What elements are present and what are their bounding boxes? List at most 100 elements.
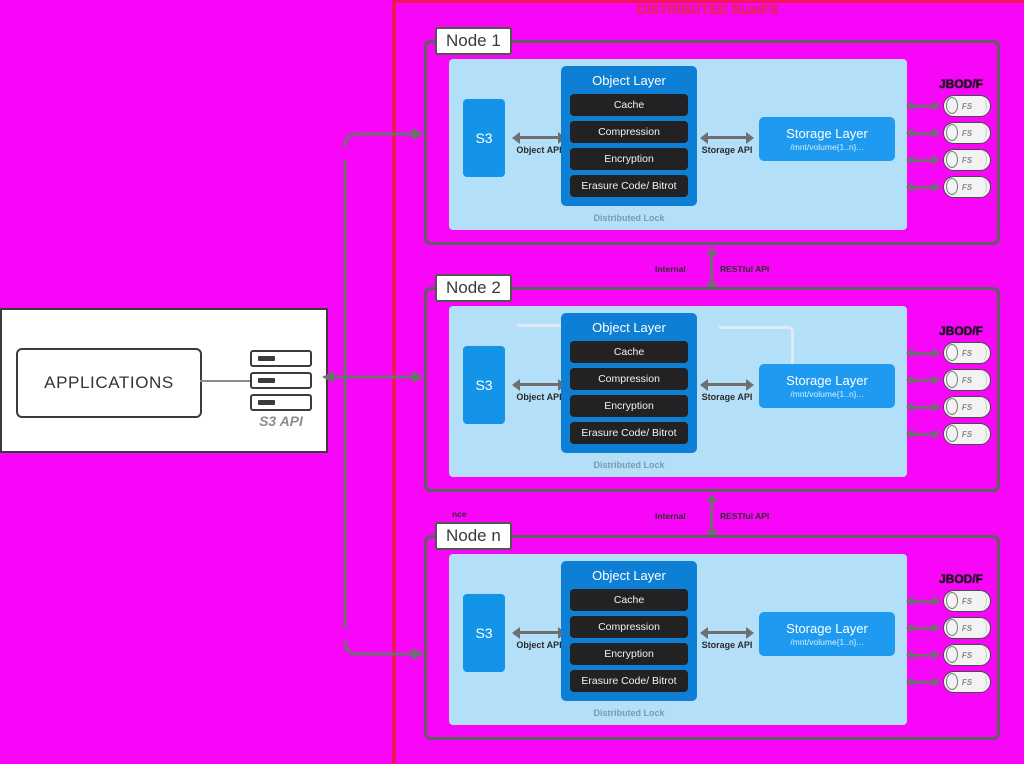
- node-1-disk-arrow-4: [906, 182, 940, 192]
- node-n-disk-1[interactable]: FS: [943, 590, 991, 612]
- node-2-disk-4[interactable]: FS: [943, 423, 991, 445]
- node-n-disk-3-label: FS: [961, 650, 973, 660]
- node-2-label: Node 2: [435, 274, 512, 302]
- node-n-storage-layer-title: Storage Layer: [786, 621, 868, 636]
- node-2-object-layer-title: Object Layer: [592, 320, 666, 335]
- node-1-disk-arrow-2: [906, 128, 940, 138]
- node-2-jbod-title: JBOD/F: [939, 324, 984, 338]
- node-1-object-layer-item-compression[interactable]: Compression: [570, 121, 688, 143]
- node-2-disk-arrow-1: [906, 348, 940, 358]
- node2-noden-restful-label: RESTful API: [720, 511, 770, 521]
- node-1-disk-2[interactable]: FS: [943, 122, 991, 144]
- node-1-object-layer[interactable]: Object Layer Cache Compression Encryptio…: [561, 66, 697, 206]
- node-1-disk-4[interactable]: FS: [943, 176, 991, 198]
- node-2-object-layer-item-compression[interactable]: Compression: [570, 368, 688, 390]
- node1-node2-internal-label: Internal: [655, 264, 686, 274]
- node-2-object-layer-item-erasure[interactable]: Erasure Code/ Bitrot: [570, 422, 688, 444]
- node-1-disk-3-label: FS: [961, 155, 973, 165]
- node-n-distributed-lock-label: Distributed Lock: [593, 708, 665, 718]
- node-1-object-layer-item-erasure[interactable]: Erasure Code/ Bitrot: [570, 175, 688, 197]
- node-2-storage-api-arrow: [700, 378, 754, 391]
- node-1-object-api-arrow: [512, 131, 566, 144]
- node-2-s3-box[interactable]: S3: [463, 346, 505, 424]
- applications-box[interactable]: APPLICATIONS: [16, 348, 202, 418]
- node-n-object-layer[interactable]: Object Layer Cache Compression Encryptio…: [561, 561, 697, 701]
- s3-api-label: S3 API: [259, 413, 303, 429]
- node-n-object-api-arrow: [512, 626, 566, 639]
- node-1-jbod-title: JBOD/F: [939, 77, 984, 91]
- node-2-inner-surface: S3 Object API Object Layer Cache Compres…: [449, 306, 907, 477]
- node-1[interactable]: Node 1 S3 Object API Object Layer Cache …: [424, 27, 1000, 245]
- node1-node2-restful-label: RESTful API: [720, 264, 770, 274]
- node-1-object-layer-item-encryption[interactable]: Encryption: [570, 148, 688, 170]
- applications-panel: APPLICATIONS S3 API: [0, 308, 328, 453]
- node-n-object-layer-item-cache[interactable]: Cache: [570, 589, 688, 611]
- node-1-disk-arrow-3: [906, 155, 940, 165]
- node-n-disk-2-label: FS: [961, 623, 973, 633]
- node-1-storage-layer[interactable]: Storage Layer /mnt/volume{1..n}...: [759, 117, 895, 161]
- node-n-object-layer-title: Object Layer: [592, 568, 666, 583]
- node-2-object-layer-item-cache[interactable]: Cache: [570, 341, 688, 363]
- node-2[interactable]: Node 2 S3 Object API Object Layer Cache …: [424, 274, 1000, 492]
- diagram-title: DISTRIBUTED RustFS: [637, 2, 779, 17]
- node-2-disk-3[interactable]: FS: [943, 396, 991, 418]
- node-2-disk-4-label: FS: [961, 429, 973, 439]
- node-1-disk-1[interactable]: FS: [943, 95, 991, 117]
- node-1-disk-1-label: FS: [961, 101, 973, 111]
- node-2-disk-2[interactable]: FS: [943, 369, 991, 391]
- node-2-disk-arrow-4: [906, 429, 940, 439]
- node-2-storage-layer-path: /mnt/volume{1..n}...: [790, 389, 864, 399]
- node-2-ghost-connector-right: [719, 326, 794, 377]
- node-1-disk-2-label: FS: [961, 128, 973, 138]
- node-n-inner-surface: S3 Object API Object Layer Cache Compres…: [449, 554, 907, 725]
- node-n-jbod-title: JBOD/F: [939, 572, 984, 586]
- node-1-distributed-lock-label: Distributed Lock: [593, 213, 665, 223]
- server-stack-icon: [250, 350, 312, 412]
- node-1-label: Node 1: [435, 27, 512, 55]
- node-2-disk-3-label: FS: [961, 402, 973, 412]
- node-n-disk-arrow-1: [906, 596, 940, 606]
- node-2-object-layer[interactable]: Object Layer Cache Compression Encryptio…: [561, 313, 697, 453]
- node-n[interactable]: Node n S3 Object API Object Layer Cache …: [424, 522, 1000, 740]
- node-1-storage-layer-title: Storage Layer: [786, 126, 868, 141]
- node-1-disk-3[interactable]: FS: [943, 149, 991, 171]
- node-2-disk-1-label: FS: [961, 348, 973, 358]
- node-n-disk-3[interactable]: FS: [943, 644, 991, 666]
- node-1-object-layer-title: Object Layer: [592, 73, 666, 88]
- node-n-disk-2[interactable]: FS: [943, 617, 991, 639]
- node-n-object-layer-item-compression[interactable]: Compression: [570, 616, 688, 638]
- node-2-distributed-lock-label: Distributed Lock: [593, 460, 665, 470]
- node-n-disk-arrow-2: [906, 623, 940, 633]
- node-2-disk-1[interactable]: FS: [943, 342, 991, 364]
- node-2-object-api-arrow: [512, 378, 566, 391]
- node-n-disk-arrow-4: [906, 677, 940, 687]
- node-n-disk-1-label: FS: [961, 596, 973, 606]
- node-1-s3-box[interactable]: S3: [463, 99, 505, 177]
- node-n-disk-4-label: FS: [961, 677, 973, 687]
- node-n-s3-box[interactable]: S3: [463, 594, 505, 672]
- node-1-object-layer-item-cache[interactable]: Cache: [570, 94, 688, 116]
- node2-noden-connector: [705, 494, 718, 538]
- node-n-object-layer-item-encryption[interactable]: Encryption: [570, 643, 688, 665]
- node1-node2-connector: [705, 247, 718, 291]
- node-n-disk-arrow-3: [906, 650, 940, 660]
- node-n-object-layer-item-erasure[interactable]: Erasure Code/ Bitrot: [570, 670, 688, 692]
- node-n-disk-4[interactable]: FS: [943, 671, 991, 693]
- node-2-storage-api-label: Storage API: [701, 392, 753, 402]
- node-1-disk-arrow-1: [906, 101, 940, 111]
- stray-text-fragment: nce: [452, 509, 467, 519]
- node-2-disk-2-label: FS: [961, 375, 973, 385]
- node-2-object-layer-item-encryption[interactable]: Encryption: [570, 395, 688, 417]
- node-1-storage-layer-path: /mnt/volume{1..n}...: [790, 142, 864, 152]
- node-2-storage-layer[interactable]: Storage Layer /mnt/volume{1..n}...: [759, 364, 895, 408]
- node-2-storage-layer-title: Storage Layer: [786, 373, 868, 388]
- node-1-disk-4-label: FS: [961, 182, 973, 192]
- node-n-storage-layer[interactable]: Storage Layer /mnt/volume{1..n}...: [759, 612, 895, 656]
- node-n-object-api-label: Object API: [516, 640, 562, 650]
- node-2-object-api-label: Object API: [516, 392, 562, 402]
- node-1-inner-surface: S3 Object API Object Layer Cache Compres…: [449, 59, 907, 230]
- node-1-storage-api-arrow: [700, 131, 754, 144]
- node2-noden-internal-label: Internal: [655, 511, 686, 521]
- node-n-storage-layer-path: /mnt/volume{1..n}...: [790, 637, 864, 647]
